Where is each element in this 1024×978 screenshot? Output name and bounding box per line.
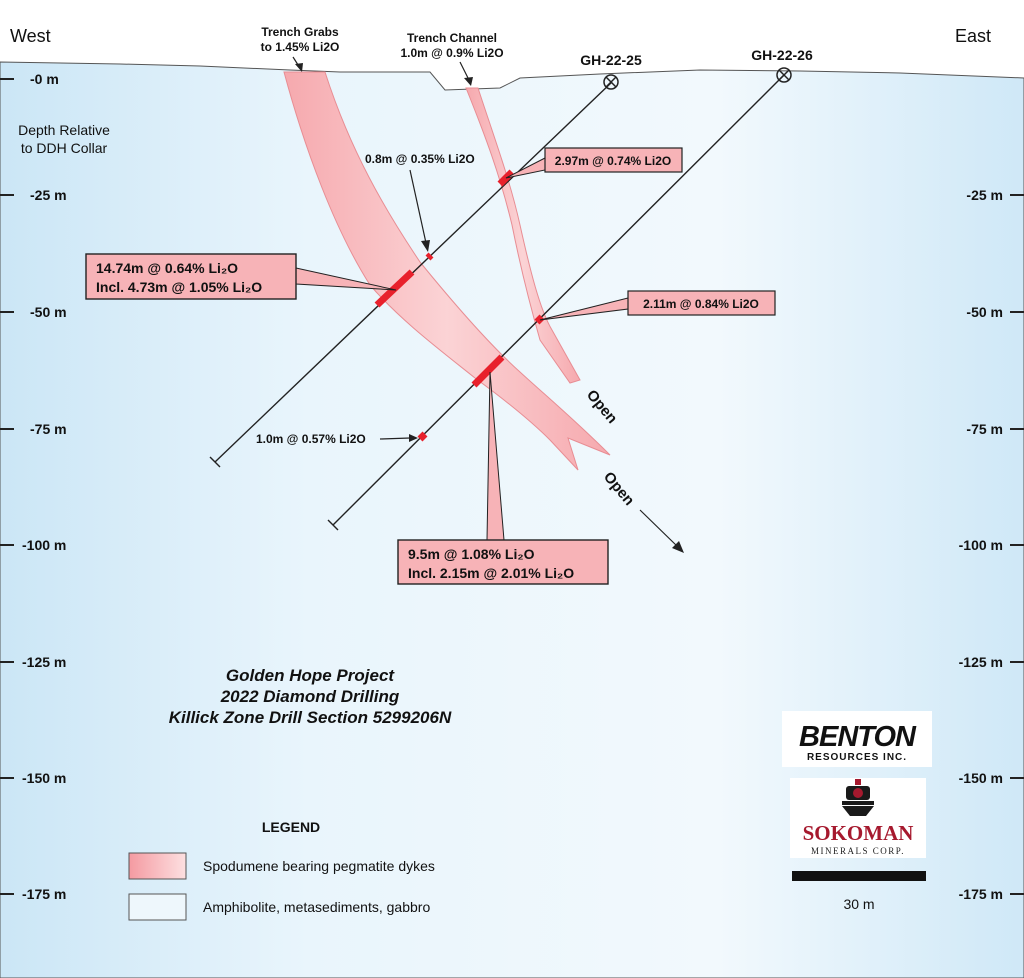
- depth-label-left-75: -75 m: [30, 421, 67, 437]
- collar-gh-22-25: [603, 74, 619, 90]
- east-label: East: [955, 26, 991, 46]
- legend-swatch-pegmatite: [128, 852, 187, 880]
- intercept-1-0m-arrowhead: [409, 434, 418, 442]
- depth-label-right-125: -125 m: [959, 654, 1003, 670]
- open-arrow: [639, 509, 679, 548]
- intercept-label-2-11m: 2.11m @ 0.84% Li2O: [643, 297, 759, 311]
- depth-label-right-175: -175 m: [959, 886, 1003, 902]
- depth-label-right-150: -150 m: [959, 770, 1003, 786]
- intercept-label-9-5m-line1: 9.5m @ 1.08% Li₂O: [408, 546, 535, 562]
- legend-swatch-host-rock: [128, 893, 187, 921]
- drill-hole-gh-22-26: [327, 74, 785, 531]
- sokoman-logo-word: SOKOMAN: [803, 821, 914, 845]
- depth-note-line2: to DDH Collar: [21, 140, 108, 156]
- depth-label-right-100: -100 m: [959, 537, 1003, 553]
- trench-channel-arrowhead: [464, 77, 473, 86]
- intercept-label-14-74m-line1: 14.74m @ 0.64% Li₂O: [96, 260, 238, 276]
- intercept-label-2-97m: 2.97m @ 0.74% Li2O: [555, 154, 671, 168]
- depth-label-left-0: -0 m: [30, 71, 59, 87]
- callout-14-74m-box: [85, 253, 297, 300]
- trench-grabs-arrowhead: [295, 63, 303, 72]
- legend-heading: LEGEND: [262, 819, 320, 835]
- callout-9-5m-box: [397, 539, 609, 585]
- collar-gh-22-26: [776, 67, 792, 83]
- trench-grabs-line1: Trench Grabs: [261, 25, 339, 39]
- intercept-label-1-0m: 1.0m @ 0.57% Li2O: [256, 432, 366, 446]
- benton-logo-sub: RESOURCES INC.: [807, 752, 907, 763]
- depth-label-left-100: -100 m: [22, 537, 66, 553]
- title-line3: Killick Zone Drill Section 5299206N: [169, 708, 452, 727]
- title-line2: 2022 Diamond Drilling: [220, 687, 400, 706]
- scale-bar-label: 30 m: [843, 896, 874, 912]
- open-arrowhead: [672, 541, 684, 553]
- depth-label-right-50: -50 m: [966, 304, 1003, 320]
- sokoman-emblem-icon: [842, 779, 874, 816]
- trench-grabs-line2: to 1.45% Li2O: [261, 40, 340, 54]
- west-label: West: [10, 26, 51, 46]
- drill-hole-gh-22-25: [209, 81, 613, 468]
- trench-channel-line1: Trench Channel: [407, 31, 497, 45]
- title-line1: Golden Hope Project: [226, 666, 395, 685]
- intercept-label-0-8m: 0.8m @ 0.35% Li2O: [365, 152, 475, 166]
- hole-label-gh-22-25: GH-22-25: [580, 52, 642, 68]
- depth-axis: [0, 78, 1024, 895]
- scale-bar: [792, 871, 926, 881]
- benton-logo-word: BENTON: [799, 721, 917, 753]
- depth-label-left-150: -150 m: [22, 770, 66, 786]
- legend-label-host-rock: Amphibolite, metasediments, gabbro: [203, 899, 430, 915]
- intercept-1-0m-arrow: [379, 437, 411, 440]
- main-pegmatite-dyke: [283, 71, 611, 471]
- trench-channel-arrow: [459, 61, 470, 81]
- depth-label-left-125: -125 m: [22, 654, 66, 670]
- depth-label-left-175: -175 m: [22, 886, 66, 902]
- intercept-label-14-74m-line2: Incl. 4.73m @ 1.05% Li₂O: [96, 279, 262, 295]
- depth-note-line1: Depth Relative: [18, 122, 110, 138]
- intercept-0-8m-arrow: [409, 169, 427, 244]
- sokoman-logo: SOKOMAN MINERALS CORP.: [790, 778, 926, 858]
- intercept-0-8m-arrowhead: [421, 240, 430, 252]
- depth-label-left-25: -25 m: [30, 187, 67, 203]
- hole-label-gh-22-26: GH-22-26: [751, 47, 813, 63]
- depth-label-right-75: -75 m: [966, 421, 1003, 437]
- trench-channel-line2: 1.0m @ 0.9% Li2O: [400, 46, 503, 60]
- depth-label-right-25: -25 m: [966, 187, 1003, 203]
- sokoman-logo-sub: MINERALS CORP.: [811, 846, 905, 856]
- intercept-label-9-5m-line2: Incl. 2.15m @ 2.01% Li₂O: [408, 565, 574, 581]
- legend-label-pegmatite: Spodumene bearing pegmatite dykes: [203, 858, 435, 874]
- depth-label-left-50: -50 m: [30, 304, 67, 320]
- callout-2-11m-box: [627, 290, 776, 316]
- benton-logo: BENTON RESOURCES INC.: [782, 711, 932, 767]
- callout-2-97m-box: [544, 147, 683, 173]
- intercept-marks: [374, 169, 545, 442]
